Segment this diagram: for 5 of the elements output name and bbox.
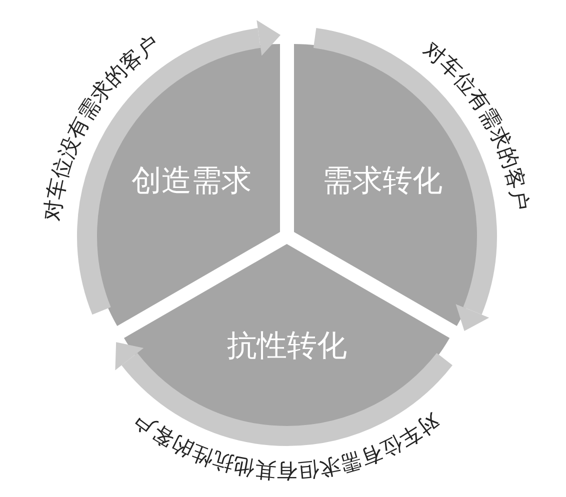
- sector-label: 创造需求: [132, 162, 252, 200]
- sector-label: 抗性转化: [226, 328, 347, 366]
- curved-arrow: [115, 343, 452, 446]
- edge-label: 对车位有需求但有其他抗性的客户: [130, 408, 444, 483]
- curved-arrow: [312, 28, 497, 332]
